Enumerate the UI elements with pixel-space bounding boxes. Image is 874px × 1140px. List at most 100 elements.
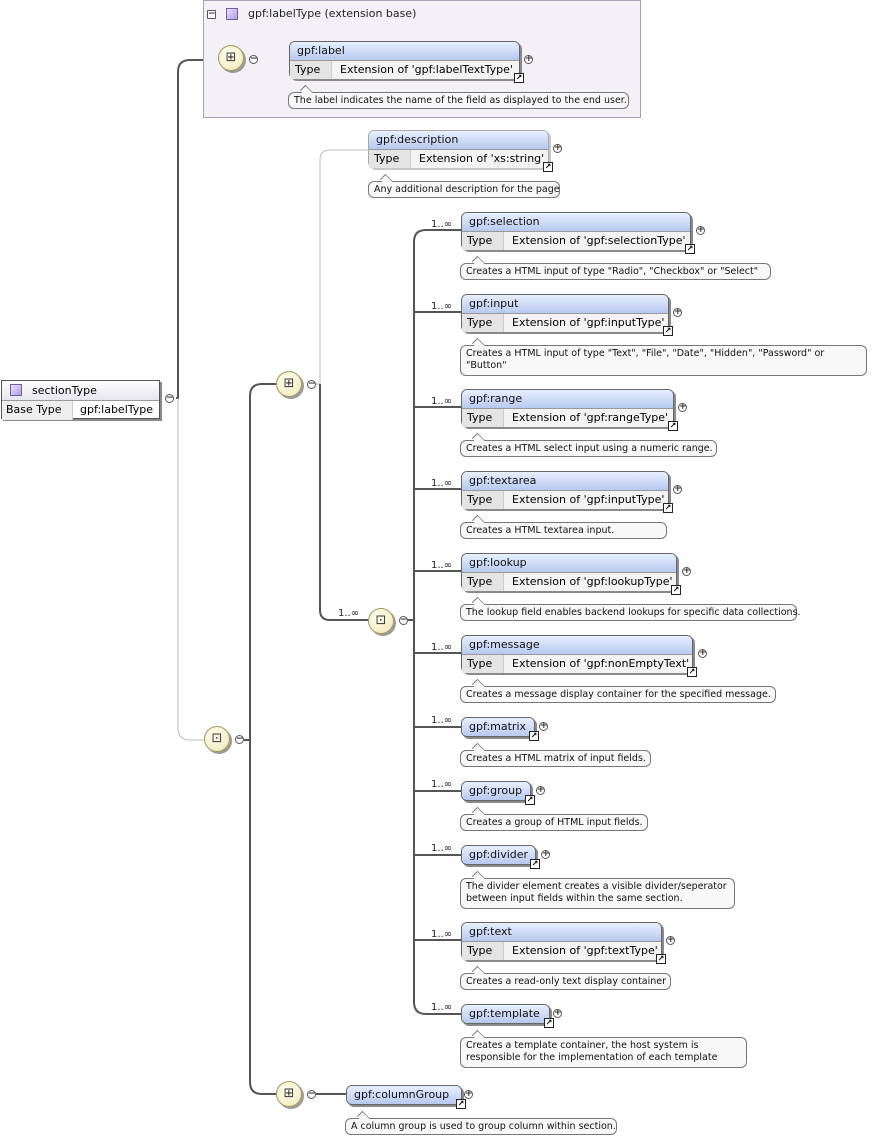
link-arrow-icon[interactable]: ↗ — [656, 954, 666, 964]
link-arrow-icon[interactable]: ↗ — [671, 585, 681, 595]
sequence-icon[interactable]: ⊡ — [204, 726, 230, 752]
occurrence-selection: 1..∞ — [431, 219, 453, 230]
lookup-documentation: The lookup field enables backend lookups… — [460, 604, 801, 621]
occurrence-group: 1..∞ — [431, 779, 453, 790]
occurrence-lookup: 1..∞ — [431, 560, 453, 571]
collapse-minus-icon[interactable]: − — [399, 615, 408, 625]
collapse-minus-icon[interactable]: − — [249, 54, 258, 64]
link-arrow-icon[interactable]: ↗ — [456, 1099, 466, 1109]
type-key: Type — [462, 314, 504, 332]
collapse-minus-icon[interactable]: − — [165, 393, 174, 403]
sequence-icon[interactable]: ⊞ — [276, 371, 302, 397]
type-key: Type — [290, 61, 332, 79]
expand-plus-icon[interactable]: + — [524, 54, 533, 64]
occurrence-text: 1..∞ — [431, 929, 453, 940]
type-key: Type — [462, 491, 504, 509]
link-arrow-icon[interactable]: ↗ — [530, 859, 540, 869]
expand-plus-icon[interactable]: + — [673, 307, 682, 317]
extension-base-title: gpf:labelType (extension base) — [248, 7, 417, 20]
link-arrow-icon[interactable]: ↗ — [543, 162, 553, 172]
expand-plus-icon[interactable]: + — [553, 1008, 562, 1018]
element-name: gpf:range — [462, 390, 673, 408]
connector-to-selection — [413, 229, 461, 243]
element-gpf-columngroup[interactable]: gpf:columnGroup ↗ — [346, 1085, 466, 1109]
group-documentation: Creates a group of HTML input fields. — [460, 814, 648, 831]
occurrence-range: 1..∞ — [431, 396, 453, 407]
type-key: Type — [462, 409, 504, 427]
element-gpf-divider[interactable]: gpf:divider ↗ — [461, 845, 540, 869]
expand-plus-icon[interactable]: + — [696, 225, 705, 235]
occurrence-matrix: 1..∞ — [431, 715, 453, 726]
element-name: gpf:selection — [462, 213, 690, 231]
expand-plus-icon[interactable]: + — [682, 566, 691, 576]
link-arrow-icon[interactable]: ↗ — [529, 731, 539, 741]
link-arrow-icon[interactable]: ↗ — [663, 326, 673, 336]
element-name: gpf:textarea — [462, 472, 668, 490]
type-value: Extension of 'gpf:selectionType' — [512, 234, 686, 247]
label-documentation: The label indicates the name of the fiel… — [288, 92, 629, 109]
section-type-name: sectionType — [32, 384, 97, 397]
sequence-icon[interactable]: ⊞ — [276, 1081, 302, 1107]
selection-documentation: Creates a HTML input of type "Radio", "C… — [460, 263, 771, 280]
complex-type-icon — [10, 384, 22, 396]
occurrence-message: 1..∞ — [431, 642, 453, 653]
textarea-documentation: Creates a HTML textarea input. — [460, 522, 667, 539]
element-name: gpf:label — [290, 42, 519, 60]
link-arrow-icon[interactable]: ↗ — [687, 667, 697, 677]
message-documentation: Creates a message display container for … — [460, 686, 776, 703]
type-value: Extension of 'gpf:inputType' — [512, 316, 665, 329]
type-key: Type — [462, 573, 504, 591]
type-value: Extension of 'gpf:lookupType' — [512, 575, 673, 588]
occurrence-template: 1..∞ — [431, 1002, 453, 1013]
expand-plus-icon[interactable]: + — [536, 785, 545, 795]
expand-plus-icon[interactable]: + — [539, 721, 548, 731]
element-name: gpf:message — [462, 636, 692, 654]
expand-plus-icon[interactable]: + — [678, 402, 687, 412]
expand-plus-icon[interactable]: + — [464, 1089, 473, 1099]
type-key: Type — [462, 232, 504, 250]
connector-section-to-label-sequence — [176, 59, 219, 399]
expand-plus-icon[interactable]: + — [698, 648, 707, 658]
expand-plus-icon[interactable]: + — [666, 935, 675, 945]
link-arrow-icon[interactable]: ↗ — [514, 73, 524, 83]
element-gpf-label[interactable]: gpf:label Type Extension of 'gpf:labelTex… — [289, 41, 524, 83]
collapse-minus-icon[interactable]: − — [207, 9, 216, 19]
sequence-icon[interactable]: ⊞ — [218, 45, 244, 71]
element-gpf-template[interactable]: gpf:template ↗ — [461, 1004, 554, 1028]
link-arrow-icon[interactable]: ↗ — [668, 421, 678, 431]
connector-to-choice — [319, 384, 368, 621]
connector-bus — [413, 242, 461, 1015]
collapse-minus-icon[interactable]: − — [235, 734, 244, 744]
expand-plus-icon[interactable]: + — [553, 143, 562, 153]
link-arrow-icon[interactable]: ↗ — [685, 244, 695, 254]
connector-section-to-main-sequence — [177, 398, 204, 741]
description-documentation: Any additional description for the page — [368, 181, 560, 198]
type-value: Extension of 'gpf:labelTextType' — [340, 63, 513, 76]
link-arrow-icon[interactable]: ↗ — [544, 1018, 554, 1028]
choice-icon[interactable]: ⊡ — [368, 608, 394, 634]
choice-occurrence: 1..∞ — [338, 608, 360, 619]
element-gpf-matrix[interactable]: gpf:matrix ↗ — [461, 717, 539, 741]
base-type-key: Base Type — [2, 401, 73, 420]
link-arrow-icon[interactable]: ↗ — [525, 795, 535, 805]
link-arrow-icon[interactable]: ↗ — [663, 503, 673, 513]
connector-main-to-upper-sequence — [244, 383, 276, 741]
expand-plus-icon[interactable]: + — [673, 484, 682, 494]
type-value: Extension of 'xs:string' — [419, 152, 545, 165]
template-documentation: Creates a template container, the host s… — [460, 1037, 747, 1068]
element-gpf-selection[interactable]: gpf:selection Type Extension of 'gpf:sele… — [461, 212, 695, 254]
collapse-minus-icon[interactable]: − — [307, 379, 316, 389]
expand-plus-icon[interactable]: + — [541, 849, 550, 859]
element-name: gpf:text — [462, 923, 661, 941]
collapse-minus-icon[interactable]: − — [307, 1089, 316, 1099]
occurrence-input: 1..∞ — [431, 301, 453, 312]
element-gpf-group[interactable]: gpf:group ↗ — [461, 781, 535, 805]
